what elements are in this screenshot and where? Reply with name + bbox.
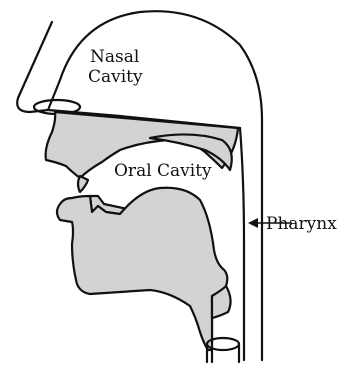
pharynx-arrow-head <box>248 218 258 228</box>
nasal-label-line1: Nasal <box>90 47 139 67</box>
nasal-label-line2: Cavity <box>88 67 143 87</box>
pharynx-back-wall <box>240 128 244 360</box>
pharynx-label: Pharynx <box>266 214 337 234</box>
upper-teeth <box>78 176 88 192</box>
oral-cavity-label: Oral Cavity <box>114 161 212 181</box>
tongue-lower-jaw <box>57 188 227 350</box>
